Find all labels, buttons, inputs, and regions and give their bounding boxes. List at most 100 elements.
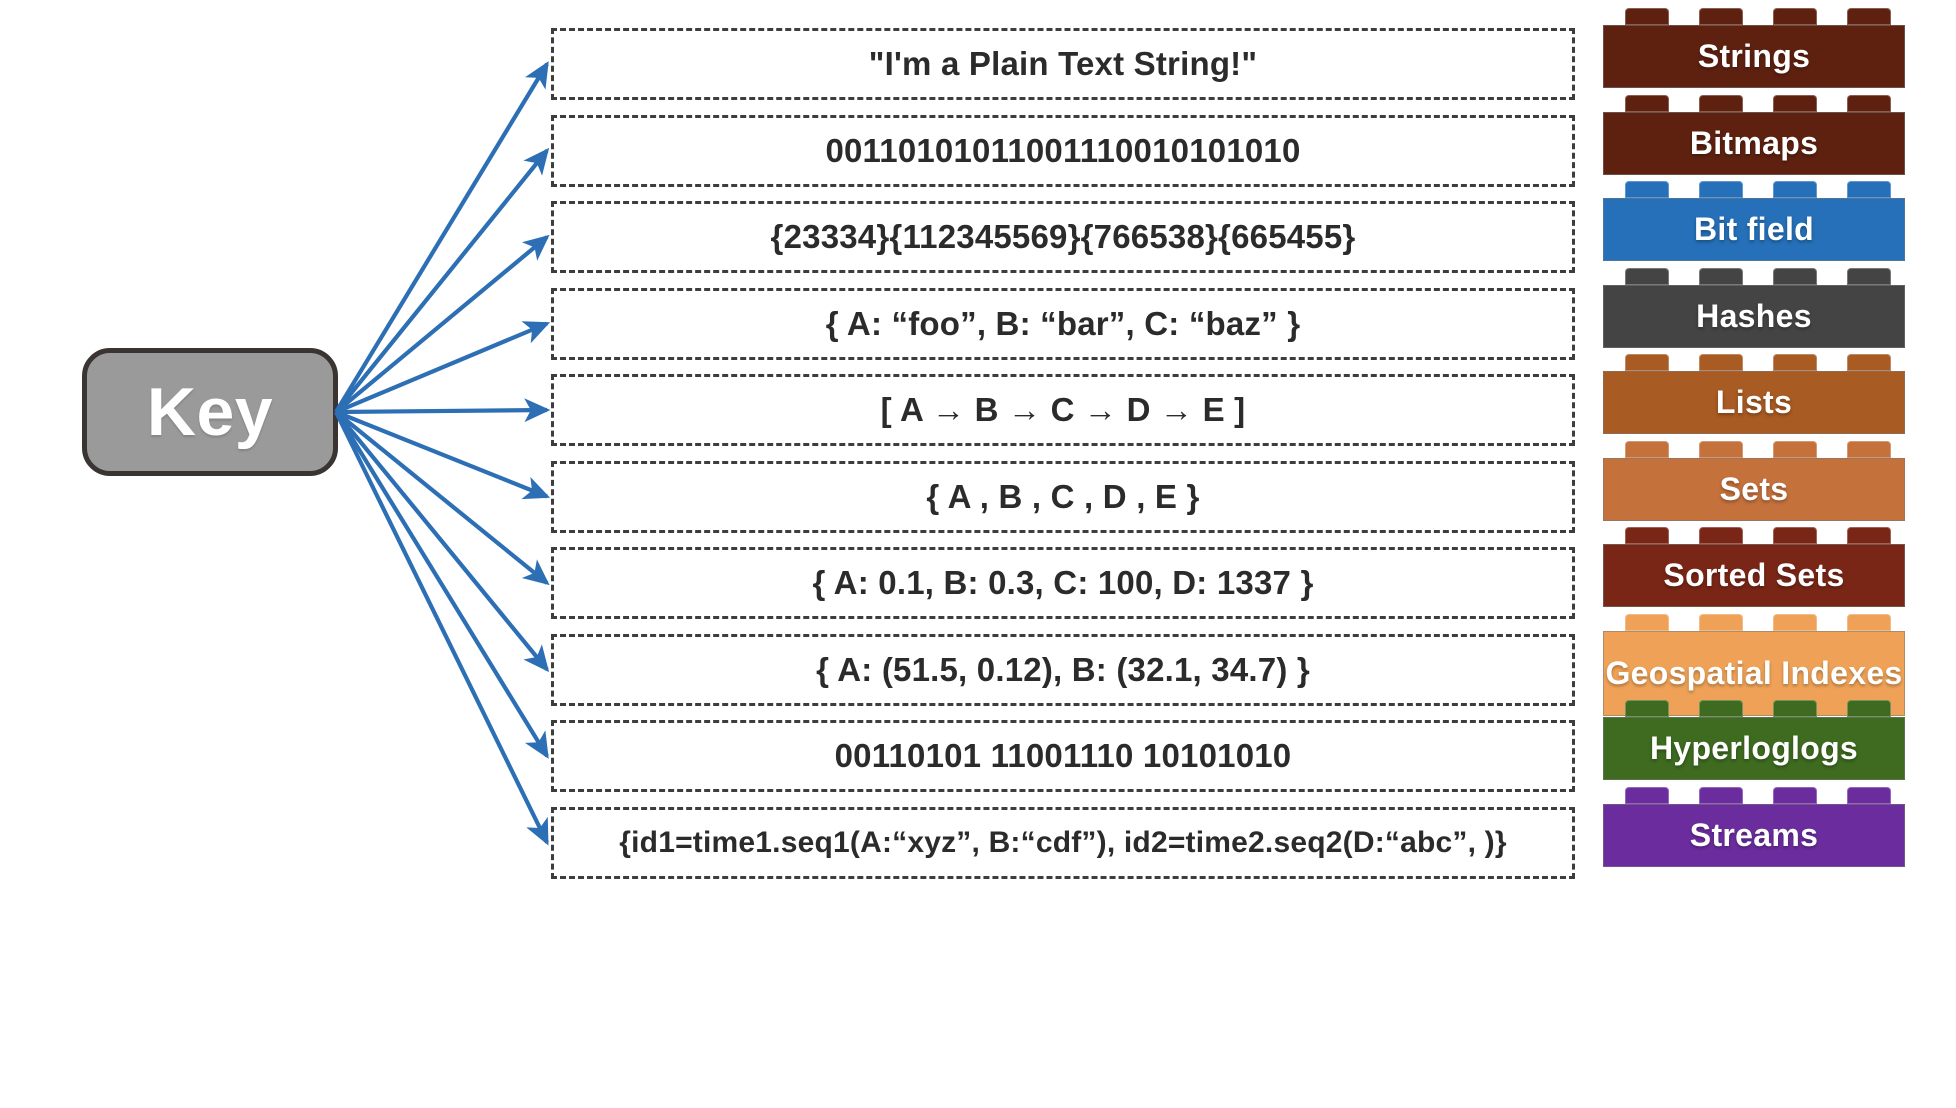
lego-stud-row: [1603, 267, 1905, 285]
key-to-value-arrow: [335, 398, 551, 423]
value-text: [ A → B → C → D → E ]: [880, 391, 1246, 428]
lego-stud-icon: [1699, 700, 1743, 717]
key-node[interactable]: Key: [82, 348, 338, 476]
lego-stud-icon: [1773, 181, 1817, 198]
key-to-value-arrow: [334, 410, 550, 586]
lego-brick-body: Hyperloglogs: [1603, 717, 1905, 780]
value-box: { A: 0.1, B: 0.3, C: 100, D: 1337 }: [551, 547, 1575, 619]
lego-stud-icon: [1773, 8, 1817, 25]
lego-stud-row: [1603, 8, 1905, 25]
lego-stud-icon: [1699, 267, 1743, 285]
lego-brick-label: Sets: [1719, 470, 1789, 507]
lego-brick[interactable]: Bitmaps: [1603, 94, 1905, 175]
lego-brick-body: Sorted Sets: [1603, 544, 1905, 607]
lego-stud-icon: [1699, 354, 1743, 371]
lego-stud-icon: [1773, 94, 1817, 112]
value-text: "I'm a Plain Text String!": [868, 45, 1258, 82]
lego-stud-row: [1603, 440, 1905, 458]
lego-stud-icon: [1625, 94, 1669, 112]
lego-stud-icon: [1773, 527, 1817, 544]
key-to-value-arrow: [334, 234, 550, 414]
lego-stud-icon: [1625, 527, 1669, 544]
lego-brick-body: Lists: [1603, 371, 1905, 434]
lego-stud-icon: [1773, 440, 1817, 458]
value-text: { A: 0.1, B: 0.3, C: 100, D: 1337 }: [812, 564, 1314, 601]
lego-stud-icon: [1699, 94, 1743, 112]
lego-stud-icon: [1699, 613, 1743, 631]
lego-stud-icon: [1625, 700, 1669, 717]
key-to-value-arrow: [334, 410, 550, 673]
lego-stud-icon: [1847, 94, 1891, 112]
lego-stud-row: [1603, 613, 1905, 631]
lego-brick-body: Sets: [1603, 457, 1905, 521]
lego-stud-icon: [1847, 613, 1891, 631]
lego-brick-body: Bitmaps: [1603, 111, 1905, 175]
lego-stud-icon: [1847, 354, 1891, 371]
lego-stud-icon: [1847, 267, 1891, 285]
lego-brick-body: Streams: [1603, 803, 1905, 867]
value-box: {23334}{112345569}{766538}{665455}: [551, 201, 1575, 273]
value-box: 00110101 11001110 10101010: [551, 720, 1575, 792]
lego-stud-icon: [1773, 613, 1817, 631]
lego-stud-icon: [1847, 527, 1891, 544]
lego-stud-icon: [1773, 354, 1817, 371]
lego-stud-row: [1603, 700, 1905, 717]
key-to-value-arrow: [335, 410, 551, 500]
lego-brick-label: Hashes: [1696, 297, 1812, 334]
value-box: [ A → B → C → D → E ]: [551, 374, 1575, 446]
value-text: 00110101 11001110 10101010: [834, 737, 1292, 774]
lego-brick-label: Sorted Sets: [1663, 557, 1845, 594]
lego-brick[interactable]: Sorted Sets: [1603, 527, 1905, 607]
key-to-value-arrow: [334, 61, 549, 414]
key-to-value-arrow: [334, 410, 549, 759]
key-to-value-arrow: [334, 411, 549, 846]
lego-stud-icon: [1773, 267, 1817, 285]
lego-brick[interactable]: Streams: [1603, 786, 1905, 867]
value-text: { A: “foo”, B: “bar”, C: “baz” }: [825, 304, 1301, 342]
lego-brick[interactable]: Hyperloglogs: [1603, 700, 1905, 780]
lego-stud-icon: [1773, 700, 1817, 717]
key-to-value-arrow: [334, 147, 550, 414]
lego-stud-icon: [1625, 354, 1669, 371]
lego-brick-label: Lists: [1715, 384, 1793, 421]
lego-stud-icon: [1625, 613, 1669, 631]
lego-brick[interactable]: Sets: [1603, 440, 1905, 521]
value-box: 00110101011001110010101010: [551, 114, 1575, 187]
lego-stud-icon: [1847, 440, 1891, 458]
lego-stud-icon: [1625, 786, 1669, 804]
lego-brick[interactable]: Bit field: [1603, 181, 1905, 261]
lego-stud-icon: [1699, 181, 1743, 198]
lego-brick[interactable]: Strings: [1603, 8, 1905, 88]
value-box: { A , B , C , D , E }: [551, 460, 1575, 533]
lego-brick-body: Hashes: [1603, 284, 1905, 348]
lego-brick-body: Strings: [1603, 25, 1905, 88]
lego-stud-icon: [1625, 267, 1669, 285]
lego-stud-row: [1603, 527, 1905, 544]
lego-stud-icon: [1847, 8, 1891, 25]
lego-brick-label: Streams: [1689, 816, 1819, 853]
key-node-label: Key: [146, 374, 274, 450]
lego-stud-row: [1603, 786, 1905, 804]
key-to-value-arrow: [335, 321, 551, 414]
lego-stud-row: [1603, 94, 1905, 112]
lego-brick-label: Geospatial Indexes: [1605, 654, 1903, 691]
value-box: "I'm a Plain Text String!": [551, 28, 1575, 100]
lego-stud-icon: [1847, 181, 1891, 198]
value-text: { A , B , C , D , E }: [926, 477, 1200, 515]
lego-stud-icon: [1699, 8, 1743, 25]
lego-stud-icon: [1699, 527, 1743, 544]
lego-stud-icon: [1625, 181, 1669, 198]
lego-stud-icon: [1699, 786, 1743, 804]
lego-brick-body: Bit field: [1603, 198, 1905, 261]
lego-stud-icon: [1847, 700, 1891, 717]
value-box: { A: “foo”, B: “bar”, C: “baz” }: [551, 287, 1575, 360]
lego-brick-label: Bit field: [1693, 211, 1815, 248]
value-text: {23334}{112345569}{766538}{665455}: [770, 218, 1356, 255]
lego-brick[interactable]: Hashes: [1603, 267, 1905, 348]
lego-stud-icon: [1773, 786, 1817, 804]
value-text: {id1=time1.seq1(A:“xyz”, B:“cdf”), id2=t…: [619, 825, 1507, 859]
lego-brick[interactable]: Lists: [1603, 354, 1905, 434]
lego-stud-row: [1603, 181, 1905, 198]
